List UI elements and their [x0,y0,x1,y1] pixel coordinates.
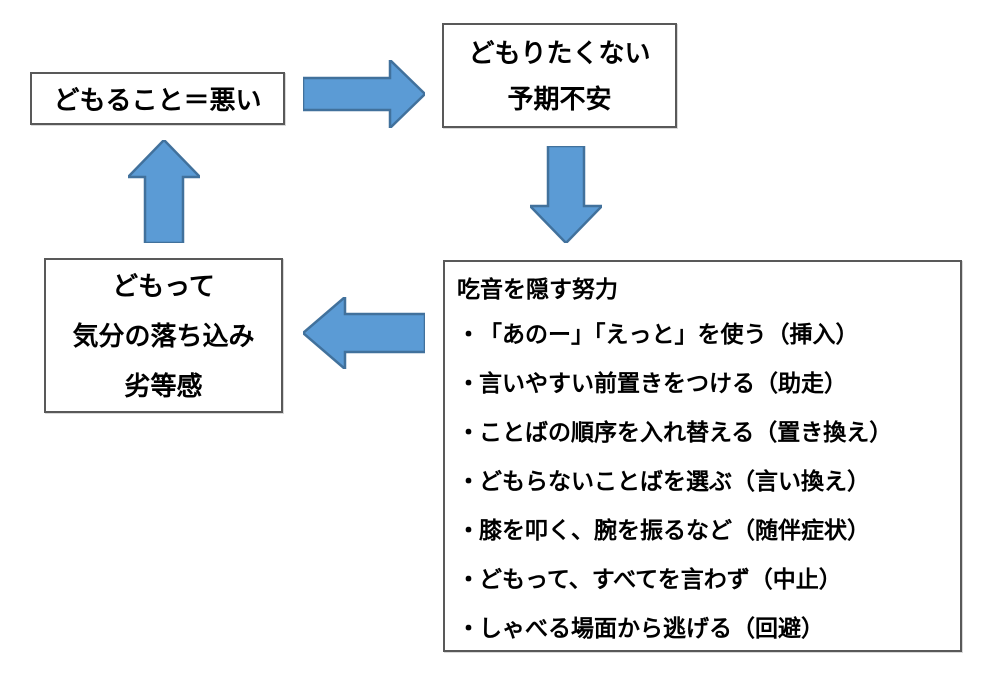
bullet-icon: ・ [457,370,480,396]
mood-line-3: 劣等感 [124,370,203,401]
arrow-down-icon [530,146,602,243]
list-item: ・ どもって、すべてを言わず（中止） [457,555,948,604]
effort-item-text: ことばの順序を入れ替える（置き換え） [479,419,893,445]
anticipation-line-1: どもりたくない [468,37,651,68]
efforts-title: 吃音を隠す努力 [457,276,618,302]
box-efforts: 吃音を隠す努力 ・ 「あのー」「えっと」を使う（挿入） ・ 言いやすい前置きをつ… [443,260,962,652]
arrow-right-icon [303,60,425,128]
effort-item-text: 膝を叩く、腕を振るなど（随伴症状） [479,517,870,543]
list-item: ・ しゃべる場面から逃げる（回避） [457,604,948,653]
box-belief: どもること＝悪い [30,72,285,125]
arrow-left-icon [303,297,425,369]
bullet-icon: ・ [457,419,480,445]
box-anticipation: どもりたくない 予期不安 [442,23,677,128]
bullet-icon: ・ [457,566,480,592]
effort-item-text: しゃべる場面から逃げる（回避） [479,615,824,641]
efforts-list: ・ 「あのー」「えっと」を使う（挿入） ・ 言いやすい前置きをつける（助走） ・… [457,310,948,653]
effort-item-text: どもらないことばを選ぶ（言い換え） [479,468,870,494]
effort-item-text: 「あのー」「えっと」を使う（挿入） [479,321,859,347]
list-item: ・ 膝を叩く、腕を振るなど（随伴症状） [457,506,948,555]
mood-line-2: 気分の落ち込み [72,320,255,351]
bullet-icon: ・ [457,468,480,494]
effort-item-text: どもって、すべてを言わず（中止） [479,566,842,592]
bullet-icon: ・ [457,615,480,641]
box-mood: どもって 気分の落ち込み 劣等感 [44,258,283,413]
arrow-up-icon [128,140,200,243]
list-item: ・ 「あのー」「えっと」を使う（挿入） [457,310,948,359]
list-item: ・ ことばの順序を入れ替える（置き換え） [457,408,948,457]
bullet-icon: ・ [457,517,480,543]
belief-text: どもること＝悪い [53,85,262,115]
mood-line-1: どもって [112,270,215,301]
effort-item-text: 言いやすい前置きをつける（助走） [479,370,847,396]
bullet-icon: ・ [457,321,480,347]
list-item: ・ 言いやすい前置きをつける（助走） [457,359,948,408]
list-item: ・ どもらないことばを選ぶ（言い換え） [457,457,948,506]
anticipation-line-2: 予期不安 [507,83,612,114]
